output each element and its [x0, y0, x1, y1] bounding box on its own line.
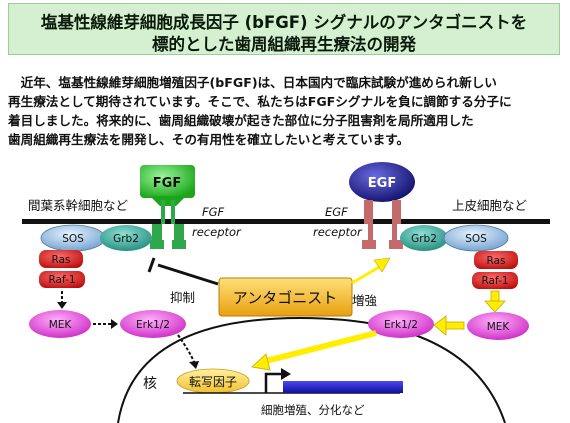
fgf-label: FGF: [153, 176, 181, 191]
inhibit-line: [157, 263, 219, 286]
fgf-ligand-base: [150, 196, 186, 206]
raf-mek-right-arrowhead: [484, 300, 506, 313]
ras-left-label: Ras: [52, 254, 71, 266]
erk-right-label: Erk1/2: [384, 319, 418, 331]
fgf-ligand: [140, 165, 195, 198]
transcription-start-arrowhead: [281, 368, 291, 380]
fgf-receptor: [150, 200, 186, 249]
left-cell-label: 間葉系幹細胞など: [28, 198, 129, 213]
nucleus-envelope: [117, 316, 506, 423]
raf-right: [472, 272, 518, 289]
mek-erk-right-arrow: [443, 321, 465, 330]
ras-right-label: Ras: [487, 255, 506, 267]
grb2-right: [400, 225, 448, 251]
sos-left-label: SOS: [62, 233, 84, 245]
erk-tf-right-arrow: [261, 330, 377, 365]
enhance-label: 増強: [352, 293, 378, 308]
outcome-label: 細胞増殖、分化など: [261, 403, 365, 417]
egf-receptor: [362, 200, 403, 249]
title-line-2: 標的とした歯周組織再生療法の開発: [152, 35, 416, 54]
mek-erk-left-arrowhead: [111, 319, 118, 329]
egf-label: EGF: [368, 176, 396, 191]
right-cell-label: 上皮細胞など: [452, 198, 528, 213]
mek-erk-right-arrowhead: [433, 315, 447, 336]
erk-left-label: Erk1/2: [136, 319, 170, 331]
paragraph-line-4: 歯周組織再生療法を開発し、その有用性を確立したいと考えています。: [8, 132, 410, 147]
antagonist-box: [218, 277, 353, 317]
transcription-start-arrow: [264, 372, 282, 393]
antagonist-label: アンタゴニスト: [233, 289, 337, 307]
mek-right-label: MEK: [487, 321, 511, 333]
gene-box: [283, 381, 403, 393]
paragraph-line-3: 着目しました。将来的に、歯周組織破壊が起きた部位に分子阻害剤を局所適用した: [8, 113, 474, 128]
fgf-receptor-name: FGF: [202, 205, 225, 219]
egf-receptor-word: receptor: [313, 225, 363, 239]
raf-mek-left-arrowhead: [57, 302, 67, 309]
transcription-factor-label: 転写因子: [189, 375, 237, 389]
grb2-left: [100, 225, 152, 251]
raf-left: [39, 271, 85, 288]
sos-right: [443, 224, 509, 252]
erk-left: [120, 310, 186, 338]
paragraph-line-1: 近年、塩基性線維芽細胞増殖因子(bFGF)は、日本国内で臨床試験が進められ新しい: [8, 75, 497, 90]
raf-right-label: Raf-1: [481, 275, 508, 287]
grb2-left-label: Grb2: [113, 233, 139, 245]
grb2-right-label: Grb2: [411, 233, 437, 245]
enhance-arrowhead: [373, 257, 391, 273]
enhance-arrow: [351, 264, 382, 285]
raf-left-label: Raf-1: [48, 274, 75, 286]
ras-left: [39, 250, 83, 268]
mek-right: [467, 312, 529, 340]
fgf-receptor-word: receptor: [192, 225, 242, 239]
paragraph-line-2: 再生療法として期待されています。そこで、私たちはFGFシグナルを負に調節する分子…: [8, 94, 512, 109]
sos-right-label: SOS: [465, 233, 487, 245]
erk-right: [368, 310, 434, 338]
mek-left-label: MEK: [49, 319, 73, 331]
mek-left: [29, 310, 91, 338]
erk-tf-left-arrowhead: [189, 361, 199, 369]
inhibit-bar: [147, 257, 156, 273]
raf-mek-right-arrow: [490, 290, 500, 303]
erk-tf-right-arrowhead: [251, 353, 271, 371]
ras-right: [474, 251, 518, 269]
title-banner: 塩基性線維芽細胞成長因子 (bFGF) シグナルのアンタゴニストを 標的とした歯…: [8, 3, 560, 55]
egf-receptor-name: EGF: [325, 205, 348, 219]
inhibit-label: 抑制: [170, 290, 195, 305]
title-line-1: 塩基性線維芽細胞成長因子 (bFGF) シグナルのアンタゴニストを: [40, 13, 528, 32]
egf-ligand: [349, 162, 415, 202]
nucleus-label: 核: [143, 376, 157, 392]
cell-membrane: [22, 219, 550, 224]
